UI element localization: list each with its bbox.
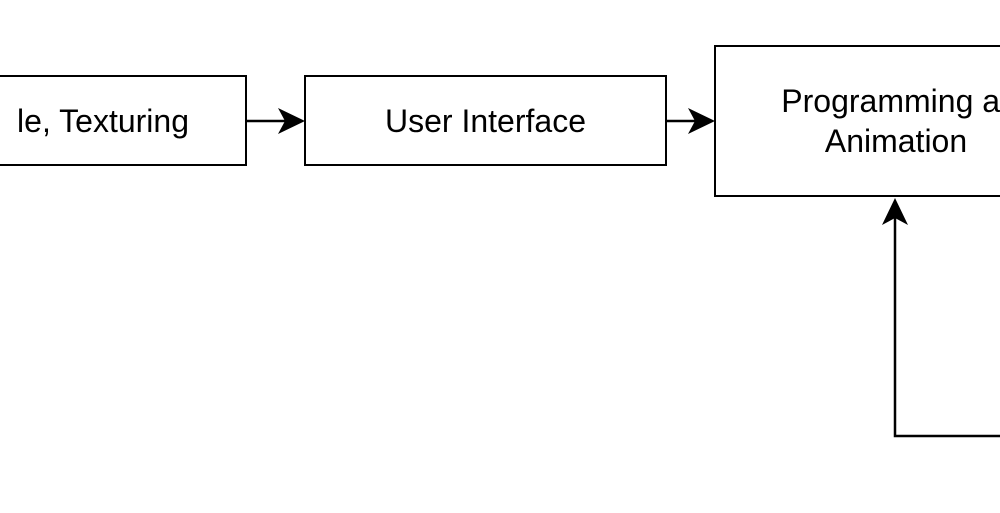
node-texturing[interactable]: le, Texturing [0, 75, 247, 166]
arrow-texturing-to-user-interface [247, 108, 305, 134]
node-user-interface[interactable]: User Interface [304, 75, 667, 166]
node-programming-label-line1: Programming ar [781, 83, 1000, 119]
node-programming-label: Programming ar Animation [753, 81, 1000, 161]
node-programming-animation[interactable]: Programming ar Animation [714, 45, 1000, 197]
arrow-user-interface-to-programming [667, 108, 715, 134]
arrow-return-to-programming [882, 198, 1000, 438]
arrowhead-up-icon [882, 198, 908, 225]
node-programming-label-line2: Animation [824, 123, 968, 159]
arrowhead-right-icon [688, 108, 715, 134]
node-user-interface-label: User Interface [385, 102, 586, 139]
node-texturing-label: le, Texturing [17, 102, 189, 139]
connector-line [893, 218, 1000, 438]
arrowhead-right-icon [278, 108, 305, 134]
